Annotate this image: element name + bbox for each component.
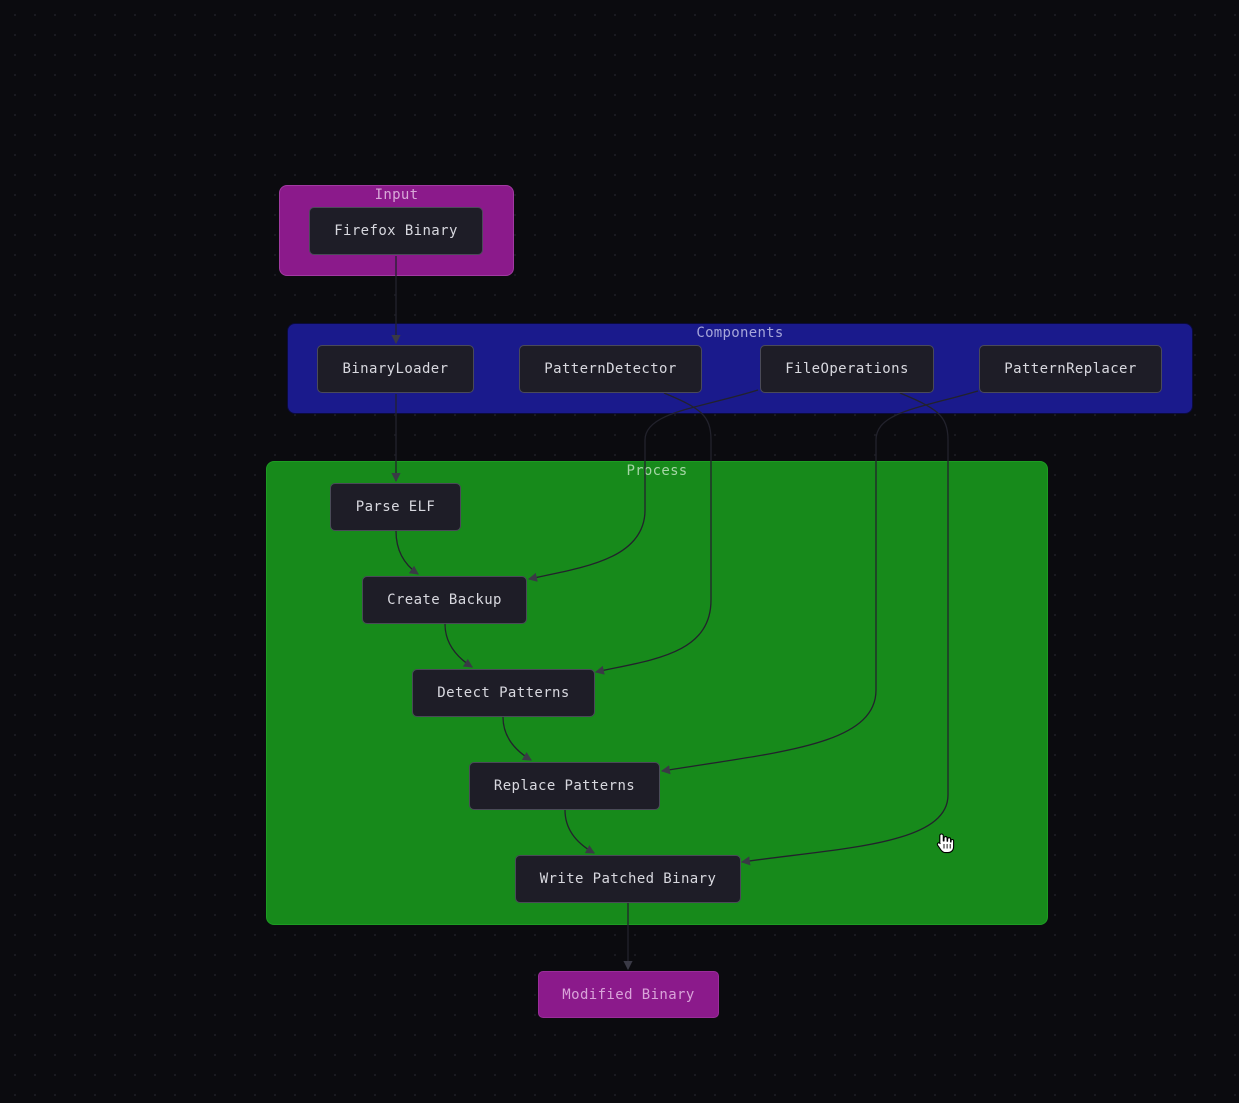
node-detect-patterns[interactable]: Detect Patterns — [412, 669, 595, 717]
node-pattern-detector[interactable]: PatternDetector — [519, 345, 702, 393]
cluster-input-title: Input — [374, 187, 419, 203]
node-modified-binary[interactable]: Modified Binary — [538, 971, 719, 1018]
node-file-operations[interactable]: FileOperations — [760, 345, 934, 393]
node-firefox-binary[interactable]: Firefox Binary — [309, 207, 483, 255]
node-replace-patterns[interactable]: Replace Patterns — [469, 762, 660, 810]
node-parse-elf-label: Parse ELF — [355, 499, 436, 515]
hand-pointer-icon — [936, 833, 955, 854]
node-create-backup-label: Create Backup — [387, 592, 502, 608]
node-write-patched-binary[interactable]: Write Patched Binary — [515, 855, 741, 903]
node-write-patched-binary-label: Write Patched Binary — [539, 871, 717, 887]
node-modified-binary-label: Modified Binary — [562, 986, 695, 1003]
node-binary-loader-label: BinaryLoader — [342, 361, 449, 377]
node-firefox-binary-label: Firefox Binary — [334, 223, 458, 239]
node-pattern-replacer-label: PatternReplacer — [1004, 361, 1137, 377]
node-detect-patterns-label: Detect Patterns — [437, 685, 570, 701]
node-replace-patterns-label: Replace Patterns — [493, 778, 636, 794]
cluster-process-title: Process — [626, 463, 688, 479]
node-pattern-detector-label: PatternDetector — [544, 361, 677, 377]
node-file-operations-label: FileOperations — [785, 361, 909, 377]
node-pattern-replacer[interactable]: PatternReplacer — [979, 345, 1162, 393]
node-parse-elf[interactable]: Parse ELF — [330, 483, 461, 531]
cluster-components-title: Components — [696, 325, 784, 341]
node-create-backup[interactable]: Create Backup — [362, 576, 527, 624]
node-binary-loader[interactable]: BinaryLoader — [317, 345, 474, 393]
